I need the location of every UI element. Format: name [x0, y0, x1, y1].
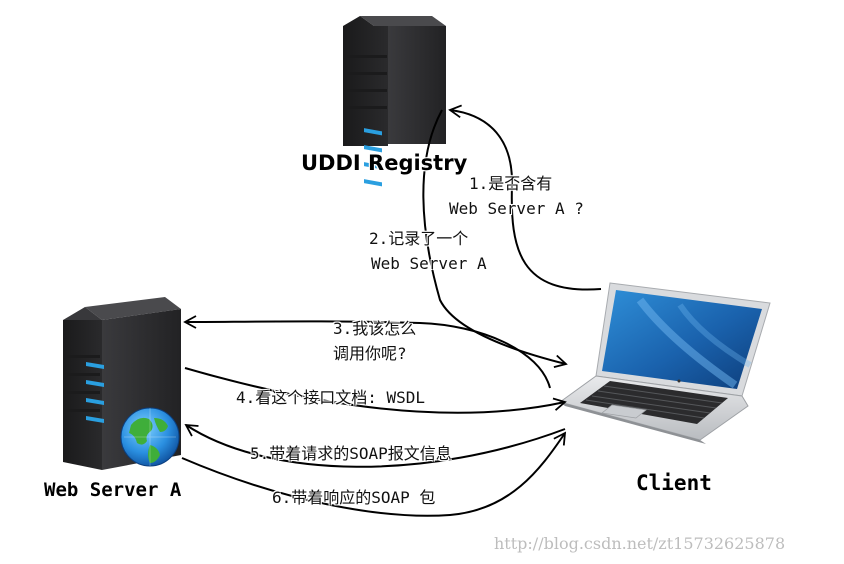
arrow-step-3 [183, 315, 551, 389]
step-3-line-2: 调用你呢? [333, 344, 407, 363]
arrows [181, 104, 602, 517]
web-server-a-label: Web Server A [44, 479, 182, 501]
uddi-server-icon [343, 16, 446, 187]
globe-icon [120, 407, 180, 467]
arrow-step-1 [448, 104, 602, 291]
step-3-line-1: 3.我该怎么 [333, 319, 417, 338]
arrow-step-2 [422, 109, 568, 369]
client-label: Client [636, 471, 712, 495]
client-laptop-icon [558, 282, 771, 444]
step-2-line-1: 2.记录了一个 [369, 229, 469, 248]
step-5-label: 5.带着请求的SOAP报文信息 [250, 444, 452, 463]
arrow-step-6 [181, 431, 567, 517]
step-6-label: 6.带着响应的SOAP 包 [272, 488, 436, 507]
step-4-label: 4.看这个接口文档: WSDL [236, 388, 426, 407]
arrow-step-4 [184, 367, 567, 414]
arrow-step-5 [184, 423, 566, 468]
step-1-line-2: Web Server A ? [449, 199, 584, 218]
watermark: http://blog.csdn.net/zt15732625878 [494, 534, 786, 553]
step-2-line-2: Web Server A [371, 254, 487, 273]
step-1-line-1: 1.是否含有 [469, 174, 553, 193]
uddi-registry-label: UDDI Registry [301, 151, 468, 175]
